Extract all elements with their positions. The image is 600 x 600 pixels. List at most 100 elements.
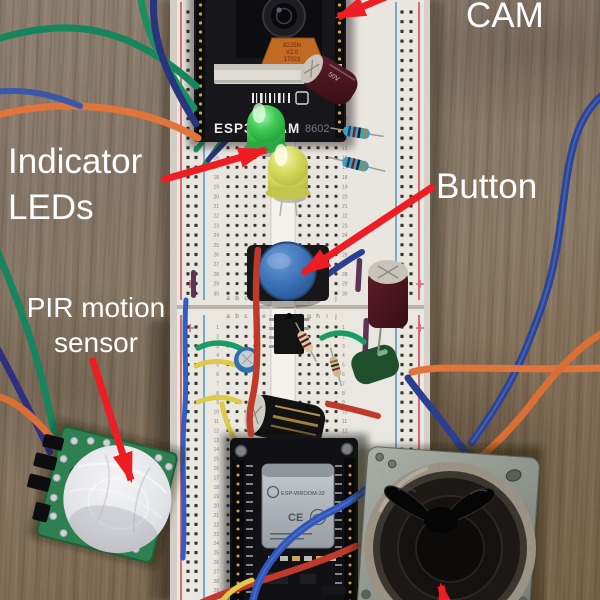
svg-text:2: 2 [216,334,219,340]
svg-text:20: 20 [342,194,348,200]
arrow-cam [334,0,388,21]
loose-wires-right [404,92,600,460]
svg-text:12: 12 [342,428,348,434]
svg-text:25: 25 [213,551,219,557]
svg-text:e: e [262,313,266,320]
svg-text:a: a [226,295,230,302]
svg-text:2: 2 [342,334,345,340]
svg-text:b: b [235,313,239,320]
label-indicator-line1: Indicator [8,142,143,181]
svg-text:25: 25 [213,243,219,249]
svg-text:23: 23 [342,223,348,229]
svg-text:4: 4 [216,353,219,359]
pir-headers [27,434,65,523]
svg-text:1: 1 [342,325,345,331]
svg-text:12: 12 [213,428,219,434]
label-button: Button [436,167,537,206]
svg-text:1: 1 [216,325,219,331]
label-pir-line1: PIR motion [27,292,166,323]
svg-text:28: 28 [213,272,219,278]
svg-text:19: 19 [213,494,219,500]
svg-text:9: 9 [216,400,219,406]
svg-text:g: g [307,313,311,320]
arrow-speaker [436,582,457,600]
svg-text:20: 20 [213,504,219,510]
svg-text:b: b [235,295,239,302]
svg-text:27: 27 [213,569,219,575]
svg-text:26: 26 [213,560,219,566]
svg-text:21: 21 [213,513,219,519]
svg-text:19: 19 [213,185,219,191]
svg-text:3: 3 [216,344,219,350]
svg-text:8: 8 [216,391,219,397]
svg-text:30: 30 [213,291,219,297]
svg-text:16: 16 [213,156,219,162]
svg-text:26: 26 [342,253,348,259]
svg-text:24: 24 [213,541,219,547]
ce-mark: CE [288,512,303,524]
svg-text:8: 8 [342,391,345,397]
speaker [354,446,542,600]
svg-text:11: 11 [342,419,347,425]
svg-text:6: 6 [342,372,345,378]
svg-text:j: j [334,295,336,302]
electrolytic-capacitor-2 [368,260,408,355]
svg-text:27: 27 [213,262,219,268]
svg-text:10: 10 [342,410,348,416]
svg-text:29: 29 [213,282,219,288]
loose-wires-left [0,0,202,456]
svg-text:i: i [326,313,327,320]
svg-text:19: 19 [342,185,348,191]
label-indicator-line2: LEDs [8,188,94,227]
camera-lens [262,0,306,38]
svg-text:30: 30 [342,291,348,297]
svg-text:23: 23 [213,532,219,538]
svg-text:29: 29 [213,588,219,594]
arrow-pir [88,356,135,484]
svg-text:16: 16 [213,466,219,472]
resistor-beige-2 [329,347,343,387]
svg-text:14: 14 [213,447,219,453]
label-cam: CAM [466,0,544,35]
resistor-blue-2 [328,156,386,172]
svg-text:c: c [244,313,248,320]
svg-text:13: 13 [213,438,219,444]
resistor-blue-1 [330,125,384,140]
ribbon-text-1: 8225N [283,43,301,49]
annotation-labels: CAM Indicator LEDs Button PIR motion sen… [8,0,544,358]
svg-text:9: 9 [342,400,345,406]
label-pir-line2: sensor [54,327,138,358]
capacitor-green [351,344,400,385]
svg-text:c: c [244,295,248,302]
svg-text:24: 24 [342,233,348,239]
ribbon-text-3: 17023 [284,57,301,63]
svg-text:15: 15 [342,146,348,152]
svg-text:26: 26 [213,253,219,259]
arrow-leds [161,146,270,184]
svg-text:6: 6 [216,372,219,378]
svg-text:5: 5 [342,363,345,369]
svg-text:22: 22 [213,214,219,220]
svg-text:5: 5 [216,363,219,369]
svg-text:11: 11 [214,419,219,425]
resistor-beige-1 [295,322,317,362]
speaker-cone [364,462,536,600]
svg-text:17: 17 [342,165,348,171]
svg-text:10: 10 [213,410,219,416]
ribbon-text-2: V2.0 [286,50,299,56]
svg-text:a: a [226,313,230,320]
svg-text:18: 18 [342,175,348,181]
svg-text:29: 29 [342,282,348,288]
svg-text:h: h [316,313,320,320]
wroom-label: ESP-WROOM-32 [281,491,325,497]
pir-solder-pads [49,436,173,554]
esp32-devboard: ESP-WROOM-32 CE [222,434,368,600]
svg-text:4: 4 [342,353,345,359]
svg-text:15: 15 [213,457,219,463]
svg-text:18: 18 [213,485,219,491]
svg-text:3: 3 [342,344,345,350]
svg-text:22: 22 [213,522,219,528]
electrolytic-capacitor-1: 50V [300,54,358,105]
svg-text:21: 21 [342,204,348,210]
